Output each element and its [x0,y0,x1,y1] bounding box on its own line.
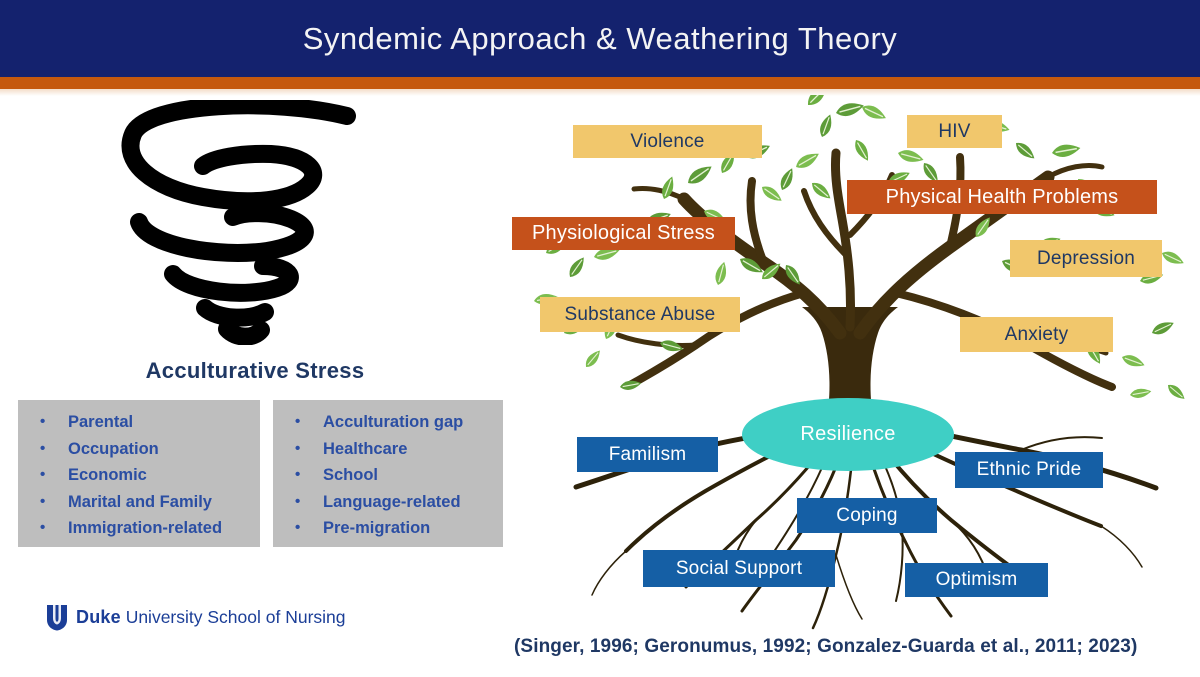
tree-trunk [802,307,898,425]
title-bar: Syndemic Approach & Weathering Theory [0,0,1200,77]
leaf [740,258,763,273]
label-violence: Violence [573,125,762,158]
accent-stripe-fade [0,89,1200,96]
leaf [1168,384,1185,399]
label-physical-health-problems: Physical Health Problems [847,180,1157,214]
slide-title: Syndemic Approach & Weathering Theory [302,20,898,56]
leaf [762,263,781,280]
resilience-ellipse: Resilience [742,398,954,471]
label-familism: Familism [577,437,718,472]
leaf [1016,142,1035,159]
label-anxiety: Anxiety [960,317,1113,352]
list-item: Economic [32,462,260,489]
list-item: Language-related [287,489,503,516]
leaf [662,176,674,199]
list-item: Healthcare [287,436,503,463]
duke-logo-rest-text: University School of Nursing [120,606,346,627]
list-item: Acculturation gap [287,409,503,436]
leaf [812,182,831,199]
acculturative-stressors-box-2: Acculturation gapHealthcareSchoolLanguag… [273,400,503,547]
accent-stripe [0,77,1200,89]
list-item: Immigration-related [32,515,260,542]
duke-logo-bold-text: Duke [76,606,121,627]
acculturative-stress-heading: Acculturative Stress [145,358,365,383]
leaf [594,248,620,260]
leaf [1152,322,1174,335]
tornado-svg [121,96,356,346]
leaf [796,153,819,168]
list-item: Pre-migration [287,515,503,542]
list-item: School [287,462,503,489]
label-depression: Depression [1010,240,1162,277]
list-item: Parental [32,409,260,436]
leaf [660,340,684,352]
list-item: Occupation [32,436,260,463]
label-ethnic-pride: Ethnic Pride [955,452,1103,488]
leaf [1122,355,1145,367]
leaf [785,265,800,285]
acculturative-stressors-box-1: ParentalOccupationEconomicMarital and Fa… [18,400,260,547]
label-hiv: HIV [907,115,1002,148]
duke-shield-icon [47,604,67,630]
leaf [1130,388,1152,398]
duke-logo: Duke University School of Nursing [46,603,346,631]
leaf [855,140,869,161]
list-item: Marital and Family [32,489,260,516]
leaf [569,257,584,277]
leaf [836,103,864,117]
leaf [807,95,827,106]
label-substance-abuse: Substance Abuse [540,297,740,332]
leaf [715,261,727,285]
tornado-icon [95,96,360,346]
leaf [762,186,782,201]
leaf [862,105,886,119]
leaf [820,114,832,137]
leaf [975,217,990,237]
leaf [923,163,938,183]
leaf [898,150,924,162]
stressor-list-2: Acculturation gapHealthcareSchoolLanguag… [287,409,503,542]
label-coping: Coping [797,498,937,533]
label-optimism: Optimism [905,563,1048,597]
label-social-support: Social Support [643,550,835,587]
leaf [1052,144,1081,157]
leaf [620,380,642,390]
leaf [585,350,600,367]
stressor-list-1: ParentalOccupationEconomicMarital and Fa… [32,409,260,542]
citation: (Singer, 1996; Geronumus, 1992; Gonzalez… [514,636,1138,657]
leaf [1162,251,1184,264]
leaf [688,166,712,184]
leaf [780,168,793,190]
label-physiological-stress: Physiological Stress [512,217,735,250]
tree-illustration [534,95,1185,630]
